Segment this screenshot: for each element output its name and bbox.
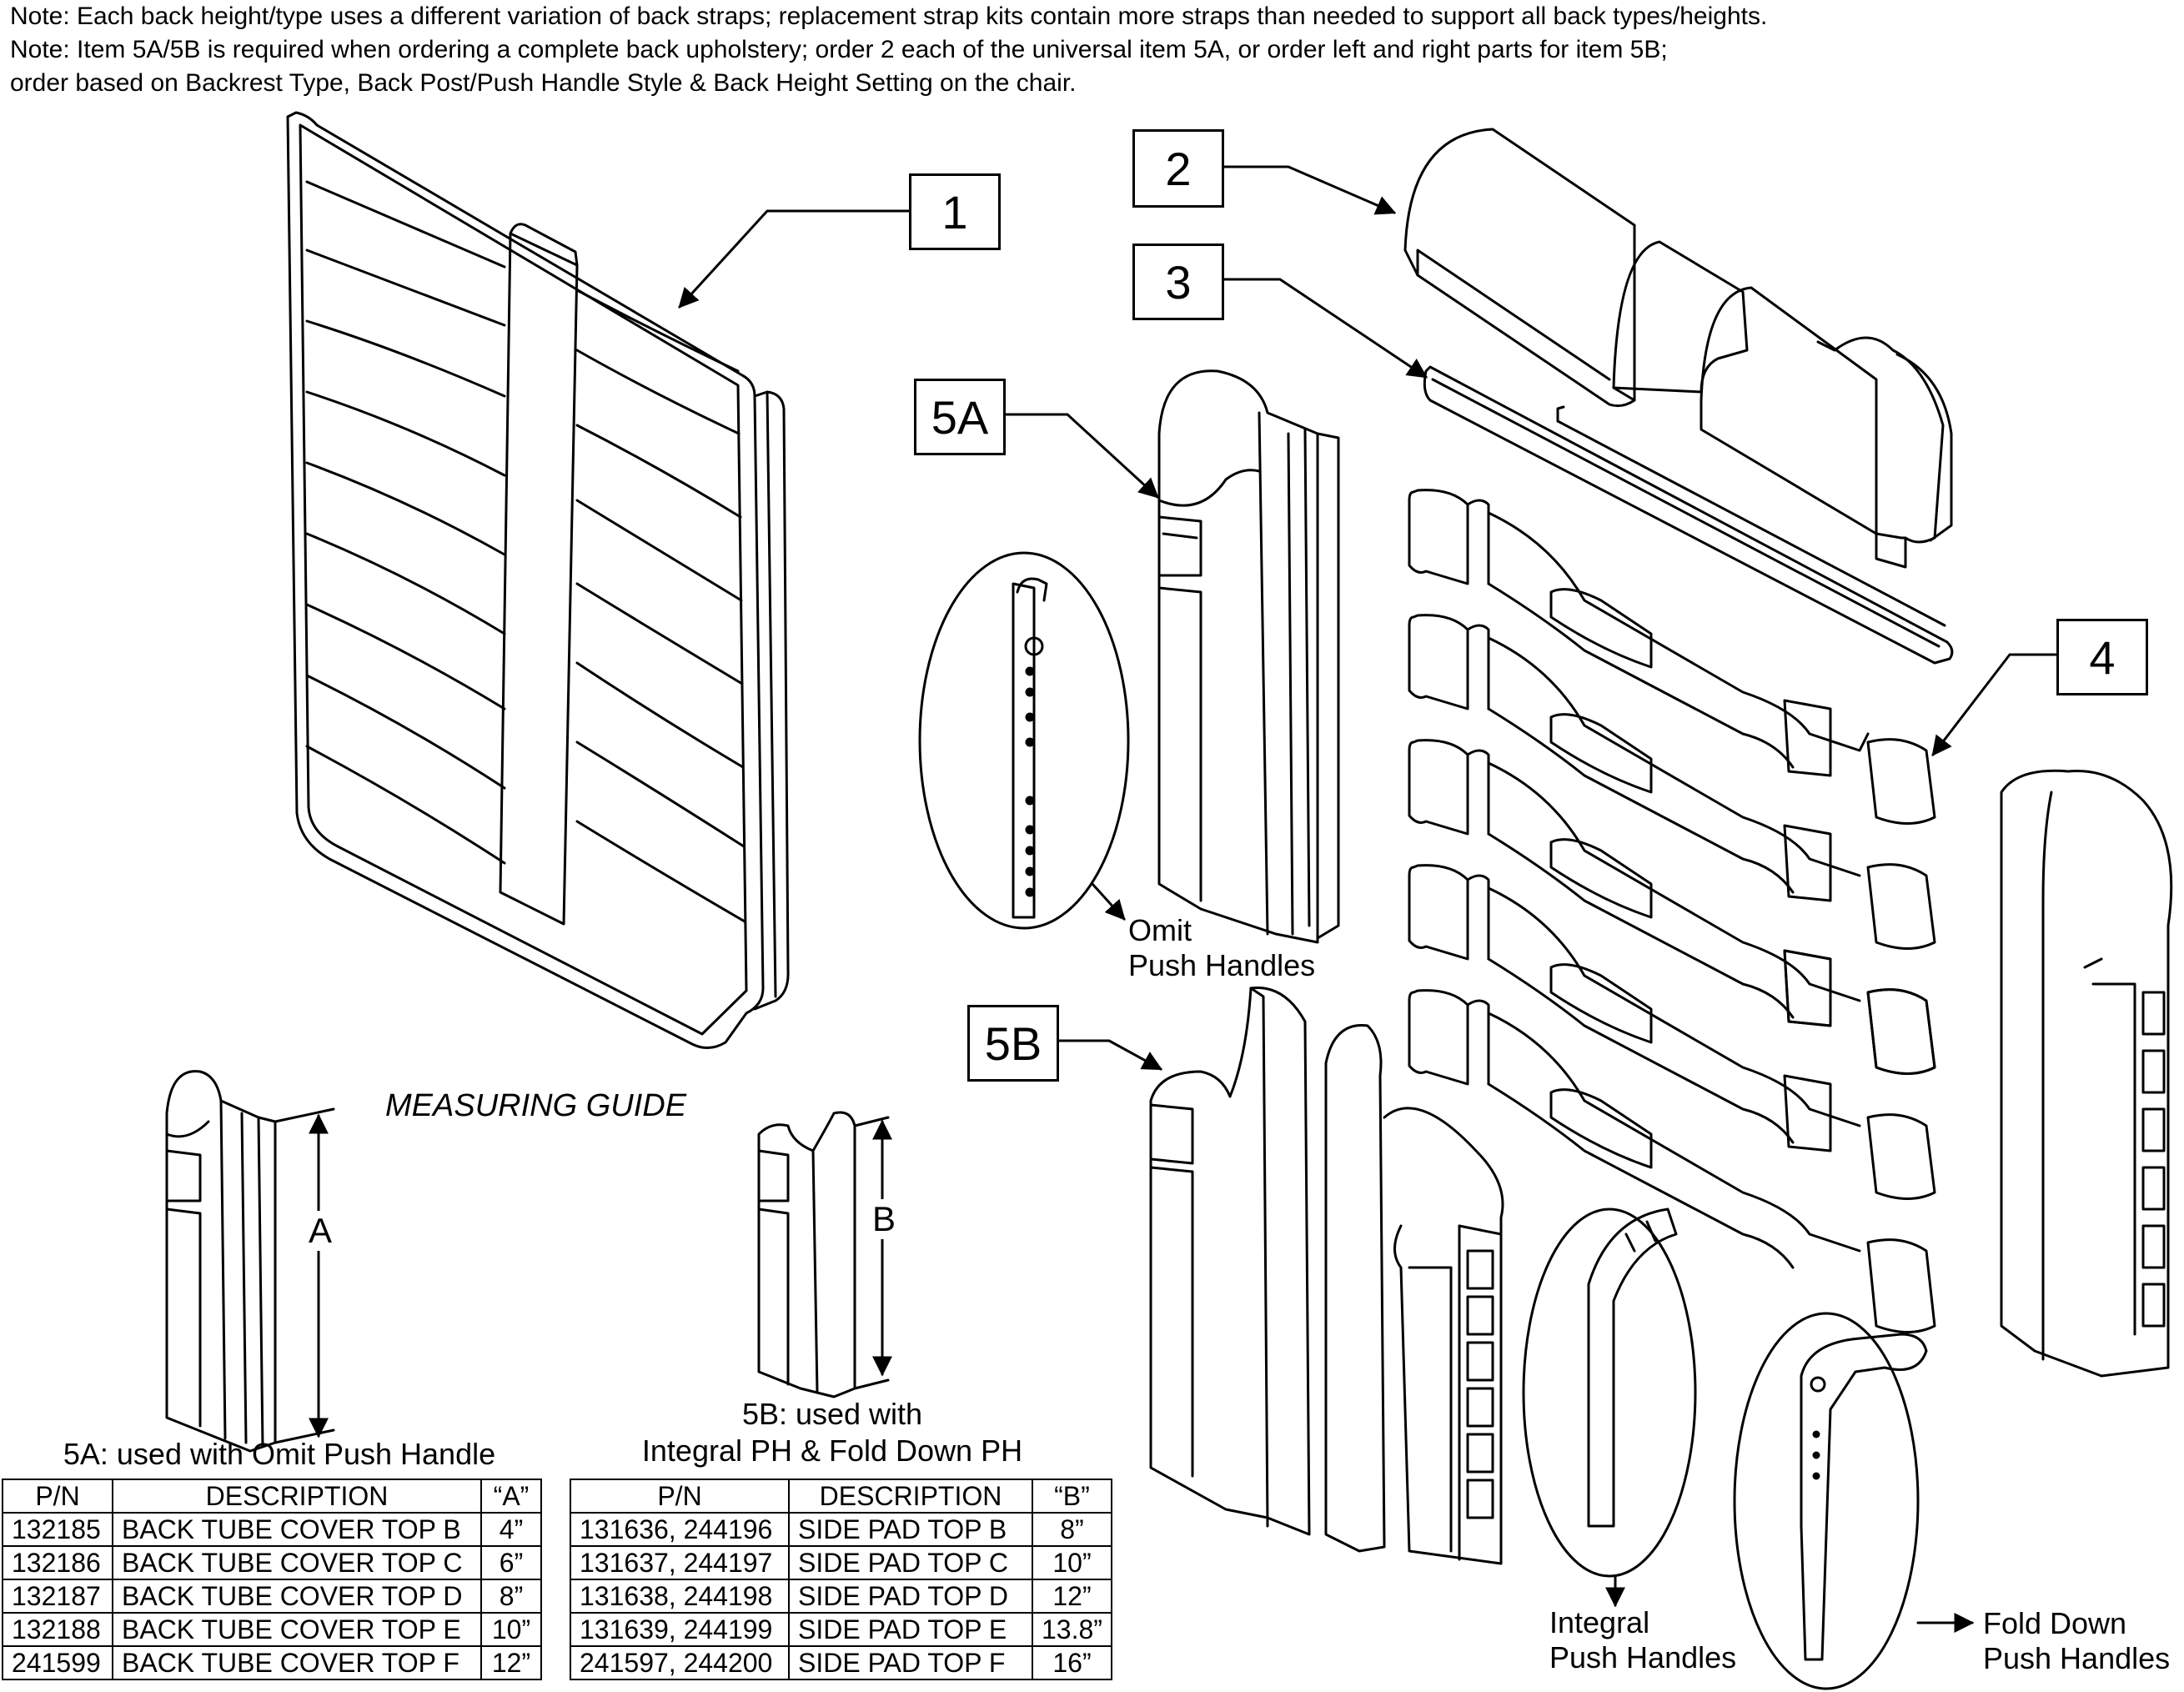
cell-description: BACK TUBE COVER TOP D [112,1579,482,1614]
leader-4 [1931,653,2057,756]
header-description: DESCRIPTION [112,1479,482,1514]
cell-size: 16” [1032,1645,1112,1680]
omit-push-handle-detail [918,551,1130,930]
callout-1: 1 [909,173,1001,250]
table-row: 241599 BACK TUBE COVER TOP F 12” [2,1645,542,1680]
table-row: 132188 BACK TUBE COVER TOP E 10” [2,1612,542,1647]
header-a: “A” [480,1479,542,1514]
fold-label-line-1: Fold Down [1983,1606,2127,1640]
cell-description: SIDE PAD TOP B [788,1512,1033,1547]
back-tube-covers-part [1403,128,1953,569]
omit-label-line-2: Push Handles [1128,948,1316,982]
leader-5b [1055,1039,1163,1071]
cell-description: SIDE PAD TOP F [788,1645,1033,1680]
cell-pn: 132188 [2,1612,113,1647]
cell-pn: 131636, 244196 [570,1512,790,1547]
table-5b-caption: 5B: used with Integral PH & Fold Down PH [570,1396,1095,1469]
cell-pn: 132185 [2,1512,113,1547]
cell-size: 6” [480,1545,542,1580]
header-pn: P/N [2,1479,113,1514]
table-header-row: P/N DESCRIPTION “B” [570,1479,1112,1514]
cell-pn: 132187 [2,1579,113,1614]
parts-table-5a: P/N DESCRIPTION “A” 132185 BACK TUBE COV… [2,1479,542,1680]
note-line-1: Note: Each back height/type uses a diffe… [10,3,1768,30]
cell-size: 8” [480,1579,542,1614]
table-row: 131636, 244196 SIDE PAD TOP B 8” [570,1512,1112,1547]
note-line-3: order based on Backrest Type, Back Post/… [10,69,1077,97]
strap-bar-part [1423,365,1954,665]
cell-description: BACK TUBE COVER TOP C [112,1545,482,1580]
omit-push-handles-label: Omit Push Handles [1128,913,1315,983]
table-row: 131638, 244198 SIDE PAD TOP D 12” [570,1579,1112,1614]
side-pad-5b-part [1149,987,1504,1565]
back-straps-part [1408,489,1936,1333]
back-tube-cover-5a-part [1157,369,1340,944]
leader-5a [1002,413,1159,499]
cell-size: 12” [480,1645,542,1680]
leader-1 [678,209,911,309]
integral-label-line-2: Push Handles [1549,1640,1737,1674]
integral-label-line-1: Integral [1549,1605,1650,1639]
dimension-b-label: B [869,1199,900,1239]
header-b: “B” [1032,1479,1112,1514]
table-row: 132186 BACK TUBE COVER TOP C 6” [2,1545,542,1580]
measuring-guide-5a-drawing [165,1070,335,1453]
cell-description: SIDE PAD TOP C [788,1545,1033,1580]
cell-description: SIDE PAD TOP D [788,1579,1033,1614]
table-row: 131639, 244199 SIDE PAD TOP E 13.8” [570,1612,1112,1647]
cell-pn: 131637, 244197 [570,1545,790,1580]
cell-pn: 131638, 244198 [570,1579,790,1614]
side-pad-right-part [2000,769,2173,1378]
cell-size: 12” [1032,1579,1112,1614]
dimension-a-label: A [305,1211,336,1251]
cell-size: 13.8” [1032,1612,1112,1647]
fold-down-push-handles-label: Fold Down Push Handles [1983,1606,2170,1676]
leader-3 [1221,278,1428,379]
parts-table-5b: P/N DESCRIPTION “B” 131636, 244196 SIDE … [570,1479,1112,1680]
table-row: 241597, 244200 SIDE PAD TOP F 16” [570,1645,1112,1680]
omit-label-line-1: Omit [1128,913,1192,947]
callout-5a: 5A [914,379,1006,455]
fold-down-push-handle-detail [1733,1312,1928,1690]
table-5a-caption: 5A: used with Omit Push Handle [63,1437,496,1471]
header-pn: P/N [570,1479,790,1514]
callout-3: 3 [1132,244,1224,320]
back-upholstery-part [286,111,790,1049]
integral-push-handle-detail [1522,1207,1697,1578]
table-row: 132187 BACK TUBE COVER TOP D 8” [2,1579,542,1614]
cell-pn: 132186 [2,1545,113,1580]
callout-2: 2 [1132,129,1224,208]
header-description: DESCRIPTION [788,1479,1033,1514]
cell-size: 10” [480,1612,542,1647]
table-row: 131637, 244197 SIDE PAD TOP C 10” [570,1545,1112,1580]
table-row: 132185 BACK TUBE COVER TOP B 4” [2,1512,542,1547]
notes-block: Note: Each back height/type uses a diffe… [10,0,1767,100]
callout-4: 4 [2056,619,2148,695]
leader-2 [1221,165,1397,215]
callout-5b: 5B [967,1005,1059,1082]
cell-size: 8” [1032,1512,1112,1547]
table-5b-caption-line-2: Integral PH & Fold Down PH [641,1433,1023,1468]
leader-omit [1091,882,1126,921]
measuring-guide-5b-drawing [757,1111,890,1398]
cell-description: BACK TUBE COVER TOP E [112,1612,482,1647]
cell-pn: 241599 [2,1645,113,1680]
cell-pn: 131639, 244199 [570,1612,790,1647]
cell-description: SIDE PAD TOP E [788,1612,1033,1647]
measuring-guide-heading: MEASURING GUIDE [385,1088,687,1123]
note-line-2: Note: Item 5A/5B is required when orderi… [10,36,1668,63]
cell-size: 10” [1032,1545,1112,1580]
cell-description: BACK TUBE COVER TOP F [112,1645,482,1680]
table-5b-caption-line-1: 5B: used with [741,1397,923,1431]
cell-description: BACK TUBE COVER TOP B [112,1512,482,1547]
cell-size: 4” [480,1512,542,1547]
integral-push-handles-label: Integral Push Handles [1549,1605,1736,1675]
cell-pn: 241597, 244200 [570,1645,790,1680]
fold-label-line-2: Push Handles [1983,1641,2171,1675]
table-header-row: P/N DESCRIPTION “A” [2,1479,542,1514]
